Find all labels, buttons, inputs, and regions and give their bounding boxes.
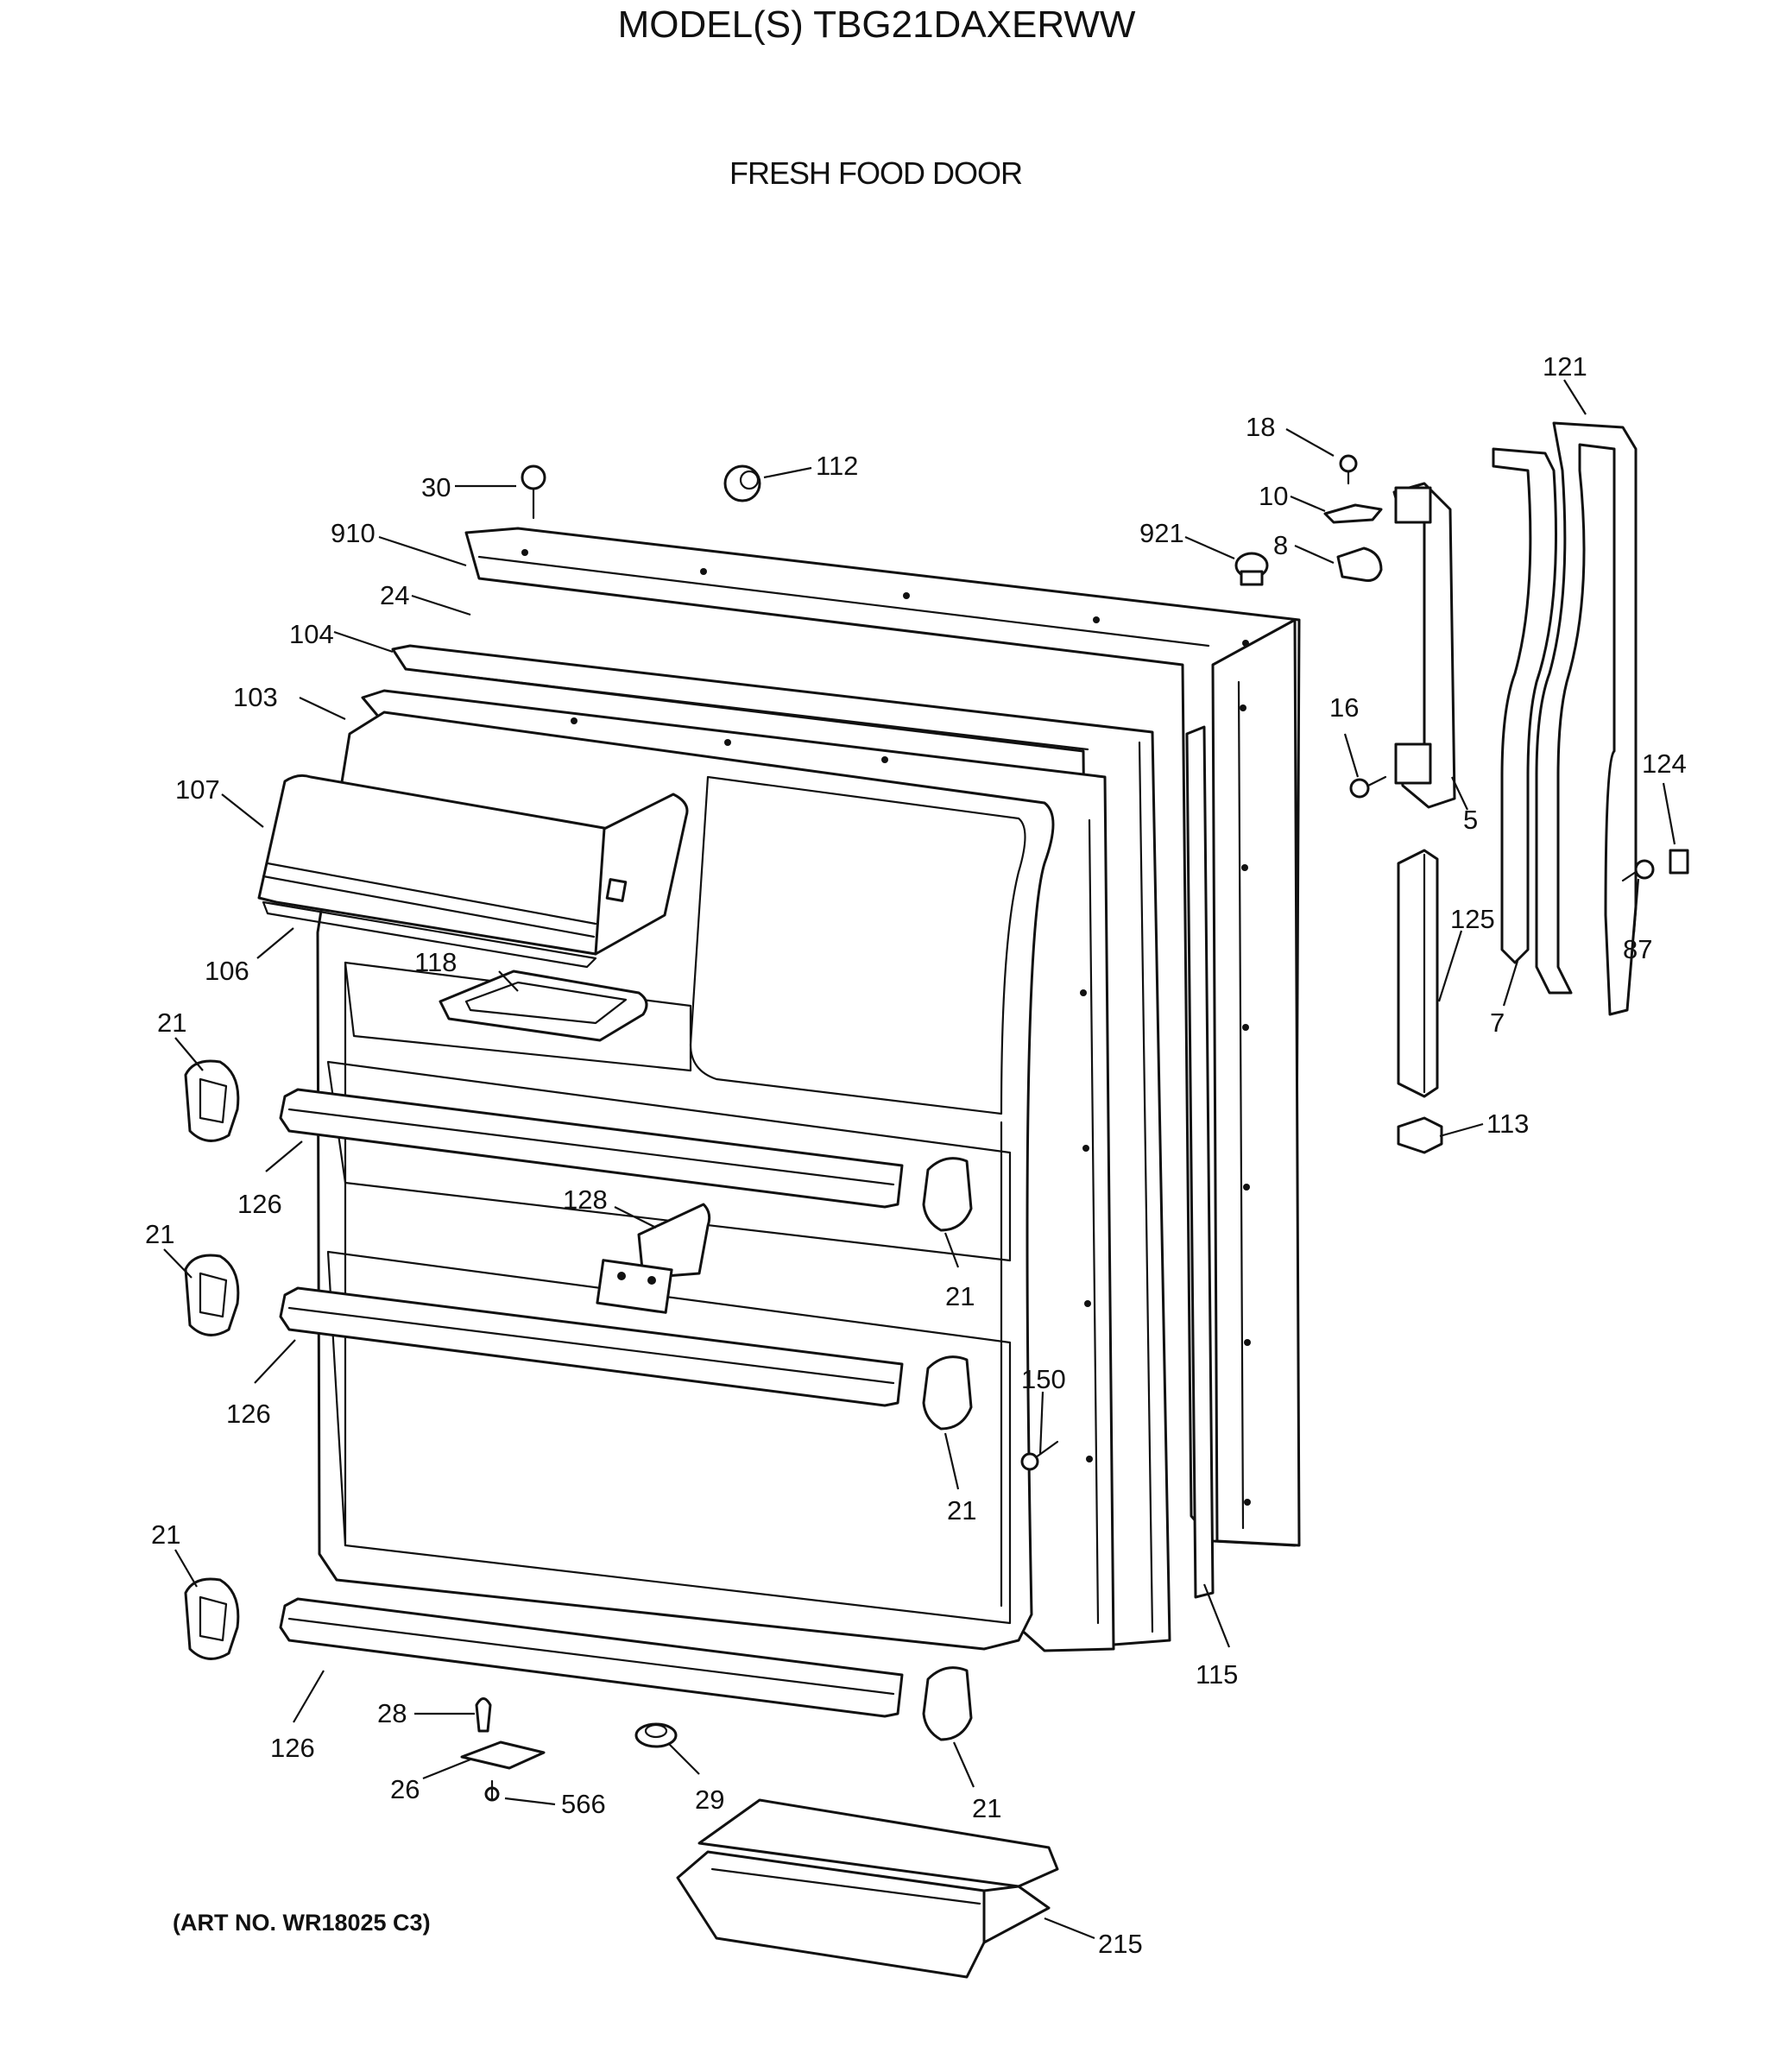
shelf-rail-middle	[279, 1286, 904, 1407]
hinge-pin-bushing	[1397, 1116, 1443, 1154]
plate-26	[460, 1740, 546, 1770]
rail-end-cap-right-middle	[922, 1355, 973, 1431]
bumper-29	[634, 1722, 678, 1748]
callout-121: 121	[1543, 351, 1587, 382]
door-outer-panel	[464, 527, 1301, 1547]
plug-921	[1234, 552, 1269, 586]
art-number: (ART NO. WR18025 C3)	[173, 1910, 431, 1936]
callout-112: 112	[816, 451, 858, 481]
cam-8	[1336, 546, 1383, 582]
callout-126-middle: 126	[226, 1399, 271, 1429]
screw-87	[1621, 859, 1655, 882]
callout-30: 30	[421, 472, 451, 502]
callout-118: 118	[414, 947, 457, 977]
rail-end-cap-left-upper	[184, 1059, 240, 1142]
hinge-bar-inner	[1492, 447, 1557, 964]
callout-215: 215	[1098, 1929, 1143, 1959]
rail-end-cap-right-upper	[922, 1157, 973, 1232]
callout-21-right-upper: 21	[945, 1281, 975, 1311]
hinge-shim	[1669, 849, 1689, 875]
screw-18	[1339, 454, 1358, 485]
rail-end-cap-right-lower	[922, 1666, 973, 1741]
callout-106: 106	[205, 956, 249, 986]
screw-30	[521, 464, 546, 520]
leader-lines	[163, 379, 1676, 1940]
hinge-clip-10	[1323, 503, 1383, 524]
callout-21-left-lower: 21	[151, 1519, 180, 1550]
callout-16: 16	[1329, 692, 1359, 723]
shelf-rail-lower	[279, 1597, 904, 1718]
plug-112	[723, 464, 761, 502]
rail-end-cap-left-lower	[184, 1577, 240, 1660]
callout-125: 125	[1450, 904, 1495, 934]
section-title: FRESH FOOD DOOR	[729, 155, 1023, 191]
callout-24: 24	[380, 580, 409, 610]
shelf-rail-upper	[279, 1088, 904, 1209]
callout-21-left-upper: 21	[157, 1008, 186, 1038]
callout-910: 910	[331, 518, 376, 548]
bottle-divider	[596, 1203, 711, 1314]
callout-5: 5	[1463, 805, 1478, 835]
callout-7: 7	[1490, 1008, 1505, 1038]
callout-113: 113	[1486, 1109, 1529, 1139]
hinge-cover	[1397, 849, 1439, 1098]
callout-21-left-middle: 21	[145, 1219, 174, 1249]
callout-126-upper: 126	[237, 1189, 282, 1219]
callout-921: 921	[1139, 518, 1184, 548]
callout-labels: 121 18 112 30 10 921 8 910 24 104 103 16…	[145, 351, 1687, 1959]
door-bin	[676, 1798, 1059, 1979]
stop-28	[475, 1697, 492, 1733]
callout-8: 8	[1273, 530, 1288, 560]
screw-150	[1020, 1440, 1059, 1471]
callout-21-right-middle: 21	[947, 1495, 976, 1526]
callout-107: 107	[175, 774, 220, 805]
door-handle-bracket	[1392, 482, 1456, 809]
callout-26: 26	[390, 1774, 420, 1804]
dairy-compartment	[257, 774, 689, 969]
callout-128: 128	[563, 1184, 608, 1215]
callout-566: 566	[561, 1789, 606, 1819]
rail-end-cap-left-middle	[184, 1254, 240, 1336]
callout-87: 87	[1623, 934, 1652, 964]
hinge-bar-outer	[1535, 421, 1638, 1016]
callout-103: 103	[233, 682, 278, 712]
callout-28: 28	[377, 1698, 407, 1728]
callout-18: 18	[1246, 412, 1275, 442]
callout-29: 29	[695, 1785, 724, 1815]
screw-16	[1349, 775, 1387, 799]
callout-104: 104	[289, 619, 334, 649]
gasket-strip	[1185, 725, 1215, 1599]
callout-21-right-lower: 21	[972, 1793, 1001, 1823]
model-title: MODEL(S) TBG21DAXERWW	[617, 3, 1136, 46]
callout-10: 10	[1259, 481, 1288, 511]
callout-124: 124	[1642, 749, 1687, 779]
callout-115: 115	[1196, 1659, 1238, 1690]
screw-566	[484, 1779, 500, 1802]
callout-150: 150	[1021, 1364, 1066, 1394]
callout-126-lower: 126	[270, 1733, 315, 1763]
